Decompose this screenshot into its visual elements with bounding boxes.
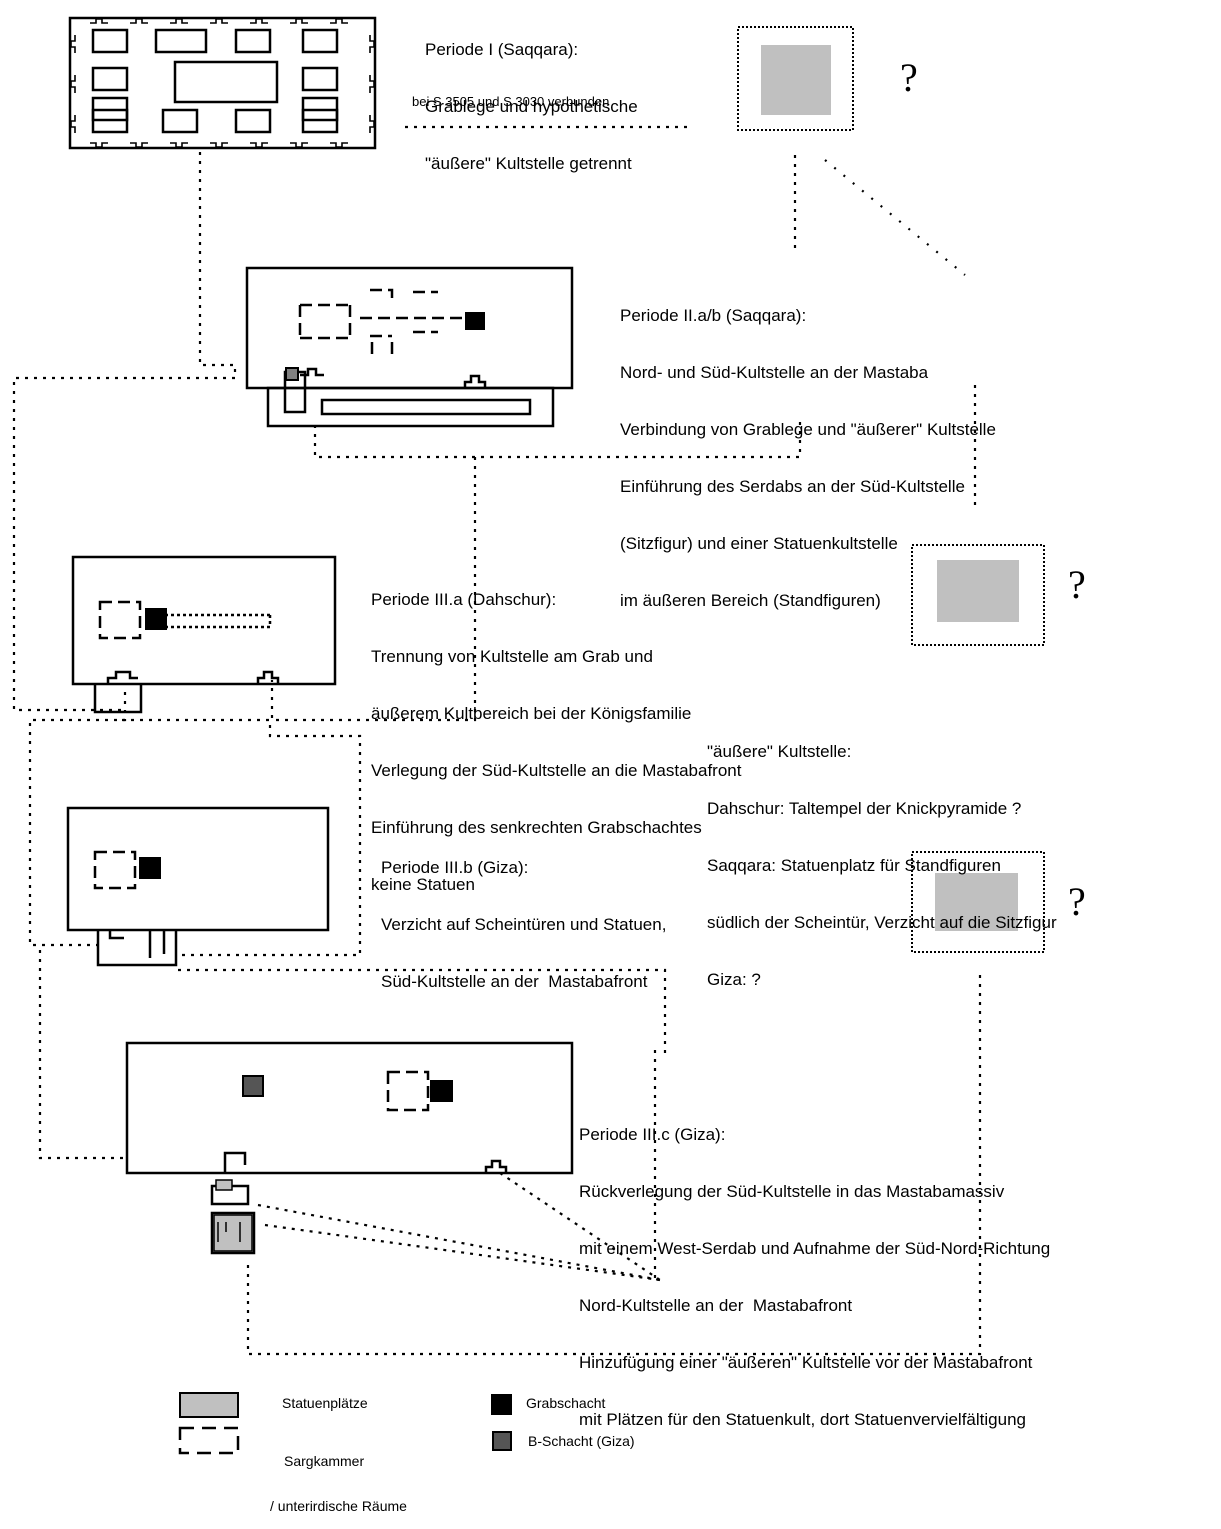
period-3a-description: Periode III.a (Dahschur): Trennung von K… <box>371 552 741 913</box>
text-line: Süd-Kultstelle an der Mastabafront <box>381 972 648 991</box>
text-line: südlich der Scheintür, Verzicht auf die … <box>707 913 1057 932</box>
period-3c-description: Periode III.c (Giza): Rückverlegung der … <box>579 1087 1050 1448</box>
period-3c-plan <box>125 1041 574 1255</box>
question-mark-1: ? <box>900 55 918 100</box>
period-3b-plan <box>66 806 330 967</box>
connector-lines <box>12 125 982 1356</box>
period-3c-serdab <box>215 1179 233 1191</box>
text-line: Verbindung von Grablege und "äußerer" Ku… <box>620 420 996 439</box>
text-line: äußerem Kultbereich bei der Königsfamili… <box>371 704 692 723</box>
period-1-niches <box>70 18 375 148</box>
text-line: Verlegung der Süd-Kultstelle an die Mast… <box>371 761 742 780</box>
text-line: "äußere" Kultstelle: <box>707 742 852 761</box>
period-1-description: Periode I (Saqqara): Grablege und hypoth… <box>425 2 638 192</box>
text-line: "äußere" Kultstelle getrennt <box>425 154 632 173</box>
text-line: Dahschur: Taltempel der Knickpyramide ? <box>707 799 1022 818</box>
text-line: / unterirdische Räume <box>270 1498 407 1514</box>
text-line: Hinzufügung einer "äußeren" Kultstelle v… <box>579 1353 1033 1372</box>
period-3b-description: Periode III.b (Giza): Verzicht auf Schei… <box>381 820 666 1010</box>
text-line: Periode III.c (Giza): <box>579 1125 726 1144</box>
text-line: Einführung des senkrechten Grabschachtes <box>371 818 702 837</box>
text-line: im äußeren Bereich (Standfiguren) <box>620 591 881 610</box>
period-2-serdab <box>285 367 299 381</box>
text-line: (Sitzfigur) und einer Statuenkultstelle <box>620 534 898 553</box>
text-line: Sargkammer <box>284 1453 365 1469</box>
period-1-note: bei S 3505 und S 3030 verbunden <box>412 94 610 109</box>
outer-cult-box-3 <box>911 851 1045 953</box>
question-mark-2: ? <box>1068 562 1086 607</box>
period-3a-shaft <box>145 608 167 630</box>
text-line: mit Plätzen für den Statuenkult, dort St… <box>579 1410 1026 1429</box>
period-2-description: Periode II.a/b (Saqqara): Nord- und Süd-… <box>620 268 996 629</box>
period-3c-shaft <box>430 1080 453 1102</box>
question-mark-3: ? <box>1068 879 1086 924</box>
mastaba-development-diagram <box>12 16 1045 1455</box>
legend-b-shaft-swatch <box>492 1431 512 1451</box>
text-line: keine Statuen <box>371 875 475 894</box>
period-2-shaft <box>465 312 485 330</box>
text-line: Einführung des Serdabs an der Süd-Kultst… <box>620 477 965 496</box>
text-line: Periode II.a/b (Saqqara): <box>620 306 807 325</box>
text-line: Trennung von Kultstelle am Grab und <box>371 647 653 666</box>
text-line: Periode III.b (Giza): <box>381 858 529 877</box>
period-3a-plan <box>71 555 337 714</box>
text-line: Periode III.a (Dahschur): <box>371 590 557 609</box>
period-3c-chamber-detail <box>213 1214 253 1252</box>
legend-chamber-label: Sargkammer / unterirdische Räume <box>270 1424 407 1529</box>
period-1-plan <box>68 16 377 150</box>
legend-shaft-swatch <box>491 1394 512 1415</box>
text-line: Grablege und hypothetische <box>425 97 638 116</box>
text-line: Rückverlegung der Süd-Kultstelle in das … <box>579 1182 1005 1201</box>
legend-statue-label: Statuenplätze <box>282 1395 368 1411</box>
text-line: Giza: ? <box>707 970 761 989</box>
period-2-plan <box>245 266 574 428</box>
legend-statue-swatch <box>179 1392 239 1418</box>
legend-chamber-swatch <box>178 1426 240 1455</box>
legend-b-shaft-label: B-Schacht (Giza) <box>528 1433 635 1449</box>
period-3c-b-shaft <box>242 1075 264 1097</box>
text-line: Nord- und Süd-Kultstelle an der Mastaba <box>620 363 929 382</box>
text-line: Nord-Kultstelle an der Mastabafront <box>579 1296 853 1315</box>
text-line: Saqqara: Statuenplatz für Standfiguren <box>707 856 1001 875</box>
period-3b-shaft <box>139 857 161 879</box>
text-line: Verzicht auf Scheintüren und Statuen, <box>381 915 667 934</box>
legend-shaft-label: Grabschacht <box>526 1395 606 1411</box>
text-line: mit einem West-Serdab und Aufnahme der S… <box>579 1239 1051 1258</box>
text-line: Periode I (Saqqara): <box>425 40 579 59</box>
outer-cult-box-2 <box>911 544 1045 646</box>
outer-cult-description: "äußere" Kultstelle: Dahschur: Taltempel… <box>707 704 1057 1008</box>
outer-cult-box-1 <box>737 26 854 131</box>
